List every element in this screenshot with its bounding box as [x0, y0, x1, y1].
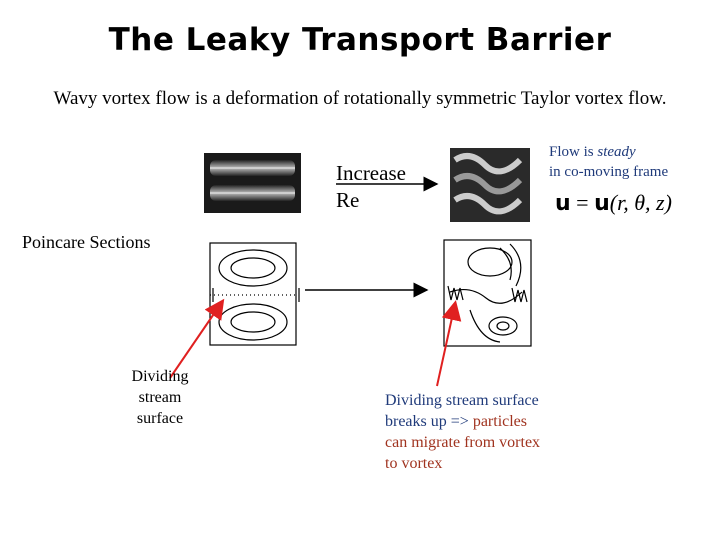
pointer-arrow-right — [436, 300, 462, 387]
breakup-note: Dividing stream surface breaks up => par… — [385, 392, 541, 472]
increase-re-label: Increase Re — [336, 161, 406, 212]
flow-steady-note: Flow is steady in co-moving frame — [549, 144, 669, 180]
subtitle: Wavy vortex flow is a deformation of rot… — [53, 88, 667, 109]
poincare-section-wavy — [443, 239, 532, 347]
page-title: The Leaky Transport Barrier — [108, 22, 612, 58]
poincare-section-taylor — [209, 242, 300, 346]
wavy-vortex-image — [450, 148, 530, 222]
poincare-sections-label: Poincare Sections — [22, 232, 151, 252]
taylor-vortex-image — [204, 153, 301, 213]
velocity-equation: u = u(r, θ, z) — [555, 190, 672, 216]
pointer-arrow-left — [169, 298, 225, 379]
dividing-stream-surface-label: Dividing stream surface — [131, 368, 189, 427]
